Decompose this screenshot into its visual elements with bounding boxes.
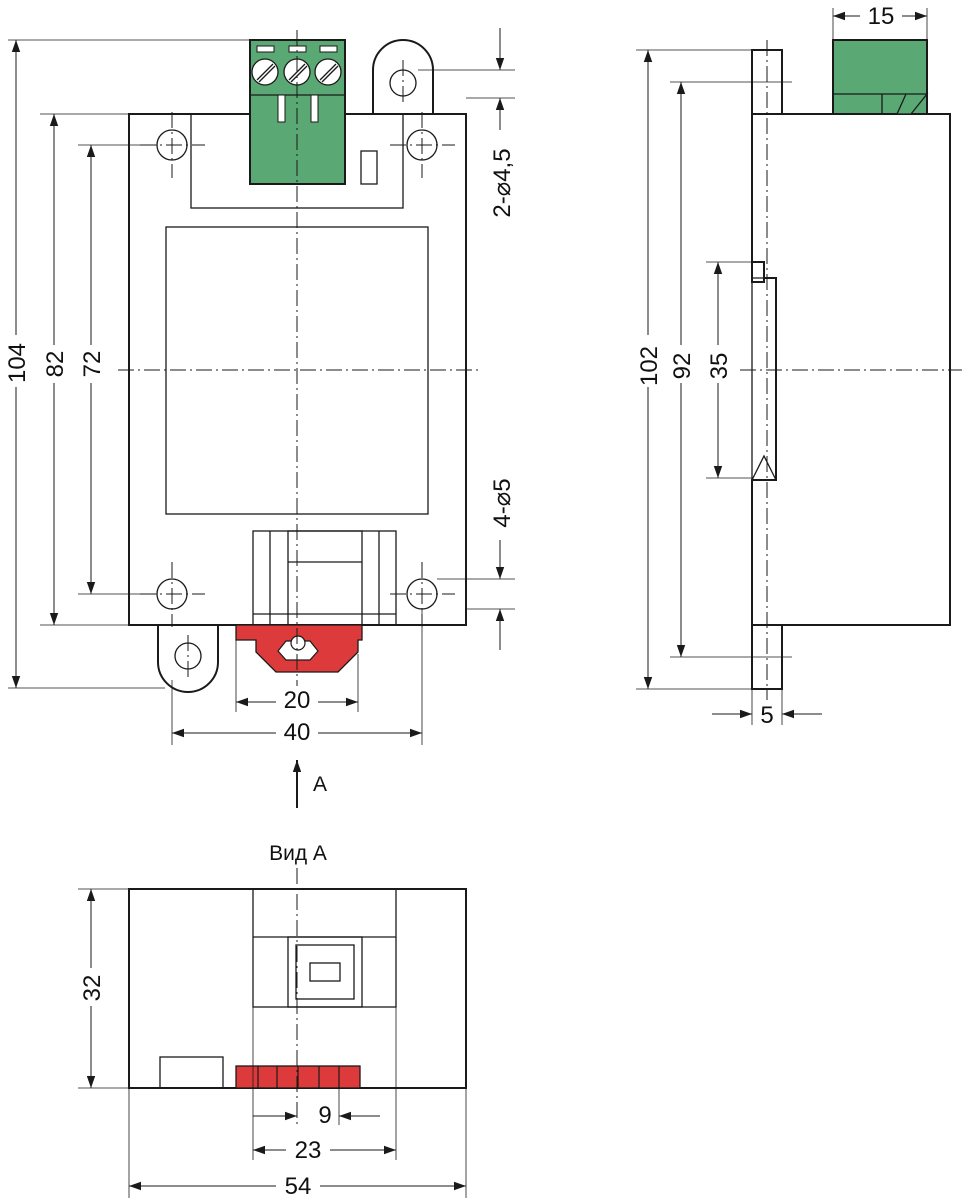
bottom-mounting-ear <box>157 623 219 693</box>
dim-35-label: 35 <box>706 353 733 380</box>
dim-54-label: 54 <box>285 1173 312 1200</box>
usb-port <box>295 944 355 1000</box>
dim-104-label: 104 <box>4 343 31 383</box>
hole-callout-top: 2-⌀4,5 <box>489 148 516 217</box>
dim-32-label: 32 <box>79 975 106 1002</box>
terminal-screw-1 <box>251 58 279 86</box>
small-connector <box>159 1056 224 1089</box>
led-window <box>360 150 378 185</box>
side-view: 102 92 35 15 5 <box>636 2 962 729</box>
din-clip-bottom <box>235 1065 361 1089</box>
dim-40-label: 40 <box>284 719 311 746</box>
terminal-screw-3 <box>314 58 342 86</box>
view-arrow-label: А <box>313 773 327 796</box>
front-view: 104 82 72 2-⌀4,5 4-⌀5 20 40 <box>4 28 516 746</box>
usb-port-tongue <box>309 962 341 982</box>
dim-5-label: 5 <box>760 702 773 729</box>
dim-15-label: 15 <box>868 3 895 30</box>
usb-port-frame <box>287 936 363 1008</box>
bottom-view: Вид А <box>78 842 467 1200</box>
dim-92-label: 92 <box>669 353 696 380</box>
dim-82-label: 82 <box>42 351 69 378</box>
dim-72-label: 72 <box>79 351 106 378</box>
dim-102-label: 102 <box>636 346 663 386</box>
hole-callout-bottom: 4-⌀5 <box>489 478 516 527</box>
view-arrow-a: А <box>292 760 327 808</box>
dim-9-label: 9 <box>318 1102 331 1129</box>
top-mounting-ear <box>372 39 434 117</box>
dim-20-label: 20 <box>284 687 311 714</box>
view-a-title: Вид А <box>269 842 327 865</box>
dim-23-label: 23 <box>295 1137 322 1164</box>
